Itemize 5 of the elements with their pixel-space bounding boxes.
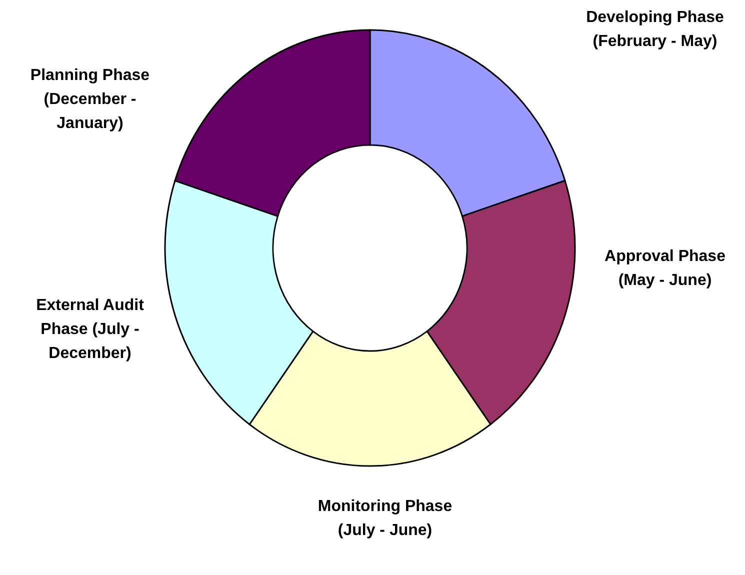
phase-label: Developing Phase (February - May) (585, 8, 725, 52)
phase-label: Approval Phase (May - June) (604, 247, 726, 291)
phase-label: Planning Phase (December - January) (29, 66, 151, 134)
phase-label: External Audit Phase (July - December) (35, 296, 145, 364)
phase-label: Monitoring Phase (July - June) (316, 497, 454, 541)
